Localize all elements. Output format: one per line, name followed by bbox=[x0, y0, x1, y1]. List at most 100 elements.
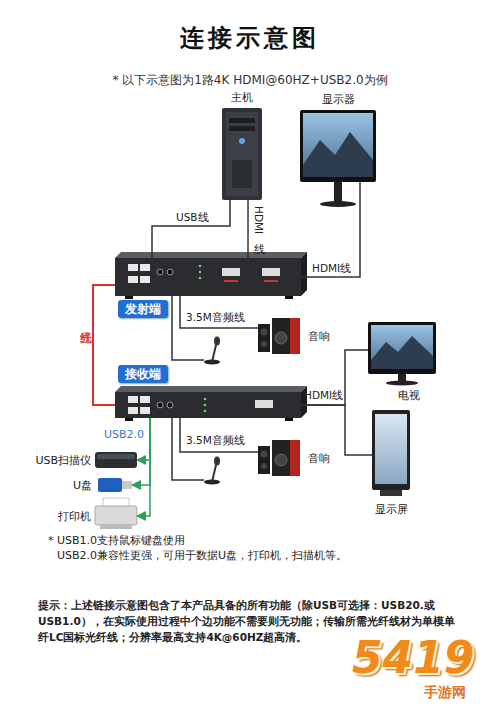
mic-head bbox=[214, 337, 220, 346]
audio-jack bbox=[157, 402, 163, 408]
transmitter-device bbox=[115, 252, 307, 299]
device-label: 打印机 bbox=[43, 509, 91, 524]
device-label: U盘 bbox=[56, 478, 92, 493]
hdmi-port bbox=[222, 268, 240, 276]
usb-port bbox=[128, 396, 138, 403]
device-label: 显示器 bbox=[308, 92, 368, 107]
port-mark bbox=[264, 280, 278, 282]
speaker-cone bbox=[261, 451, 268, 458]
hdmi-port bbox=[262, 268, 280, 276]
cable-connector bbox=[301, 182, 360, 277]
mic-head bbox=[214, 457, 220, 466]
display-kiosk bbox=[372, 410, 410, 496]
cable-connector bbox=[152, 200, 230, 258]
box-top bbox=[115, 386, 307, 392]
kiosk-screen bbox=[375, 414, 407, 484]
host-tower bbox=[222, 108, 262, 200]
printer-tray bbox=[100, 524, 132, 529]
tower-case bbox=[222, 108, 262, 200]
usb-drive: U盘 bbox=[98, 478, 132, 492]
monitor-bezel bbox=[300, 110, 376, 182]
led bbox=[204, 410, 207, 413]
cable-label: HDMI线 bbox=[304, 389, 343, 403]
drive-body bbox=[98, 478, 122, 492]
usb-port bbox=[140, 276, 150, 283]
usb-port bbox=[140, 407, 150, 414]
receiver-unit: 接收端 bbox=[115, 392, 301, 418]
subwoofer bbox=[272, 440, 300, 476]
usb-port bbox=[140, 264, 150, 271]
subtitle-note: * 以下示意图为1路4K HDMI@60HZ+USB2.0为例 bbox=[0, 72, 500, 89]
speaker: 音响 bbox=[258, 440, 300, 476]
led bbox=[204, 404, 207, 407]
monitor bbox=[300, 110, 376, 207]
box-front bbox=[115, 258, 301, 296]
mic-cable bbox=[172, 418, 204, 480]
cable-connector bbox=[180, 296, 258, 328]
foot bbox=[125, 418, 133, 421]
device-label: USB扫描仪 bbox=[29, 453, 91, 468]
display-screen: 显示屏 bbox=[372, 410, 410, 496]
power-button bbox=[239, 138, 245, 144]
subwoofer-front bbox=[272, 318, 290, 354]
front-grille bbox=[232, 160, 252, 188]
host-computer: 主机 bbox=[222, 108, 262, 200]
monitor: 显示器 bbox=[300, 110, 376, 182]
usb-scanner: USB扫描仪 bbox=[95, 452, 137, 468]
printer-body bbox=[95, 506, 137, 525]
tv-base bbox=[386, 381, 418, 386]
screen-mountains bbox=[371, 336, 433, 369]
diagram-title: 连接示意图 bbox=[0, 22, 500, 54]
led bbox=[199, 265, 202, 268]
printer: 打印机 bbox=[95, 503, 137, 529]
monitor-screen bbox=[303, 113, 373, 177]
subwoofer bbox=[272, 318, 300, 354]
usb-port bbox=[128, 407, 138, 414]
kiosk-frame bbox=[372, 410, 410, 490]
watermark: 5419 bbox=[352, 632, 474, 683]
receiver-device bbox=[115, 386, 307, 421]
unit-tag: 发射端 bbox=[118, 300, 168, 318]
watermark: 手游网 bbox=[424, 684, 466, 702]
led bbox=[199, 271, 202, 274]
monitor-neck bbox=[334, 182, 342, 202]
cable-label: HDMI线 bbox=[312, 262, 351, 276]
led bbox=[204, 398, 207, 401]
cable-label: USB2.0 bbox=[104, 428, 144, 441]
foot bbox=[285, 296, 293, 299]
speaker-cone bbox=[261, 463, 267, 469]
port-mark bbox=[224, 280, 238, 282]
scanner-body bbox=[95, 452, 137, 468]
screen-mountains bbox=[303, 132, 373, 177]
speaker-cone bbox=[261, 329, 268, 336]
device-label: 音响 bbox=[308, 329, 338, 344]
foot bbox=[285, 418, 293, 421]
cable-connector bbox=[247, 200, 249, 258]
tv-bezel bbox=[368, 322, 436, 374]
kiosk-base bbox=[380, 490, 402, 496]
speaker-set bbox=[258, 440, 300, 476]
microphone bbox=[172, 296, 220, 365]
device-label: 电视 bbox=[394, 388, 424, 403]
box-top bbox=[115, 252, 307, 258]
usb-port bbox=[128, 264, 138, 271]
cable-label: USB线 bbox=[176, 211, 209, 225]
cable-connector bbox=[301, 405, 372, 455]
subwoofer-front bbox=[272, 440, 290, 476]
usb-port bbox=[128, 276, 138, 283]
audio-jack bbox=[157, 269, 163, 275]
mic-stem bbox=[212, 465, 216, 482]
speaker: 音响 bbox=[258, 318, 300, 354]
drive-plug bbox=[122, 481, 132, 489]
foot bbox=[125, 296, 133, 299]
box-front bbox=[115, 392, 301, 418]
fiber-cable bbox=[93, 285, 115, 405]
printer bbox=[95, 498, 137, 529]
woofer-cone bbox=[275, 454, 287, 466]
device-label: 主机 bbox=[218, 90, 266, 105]
tower-front bbox=[226, 112, 258, 196]
woofer-cone bbox=[275, 332, 287, 344]
speaker-cone bbox=[261, 341, 267, 347]
led bbox=[199, 277, 202, 280]
